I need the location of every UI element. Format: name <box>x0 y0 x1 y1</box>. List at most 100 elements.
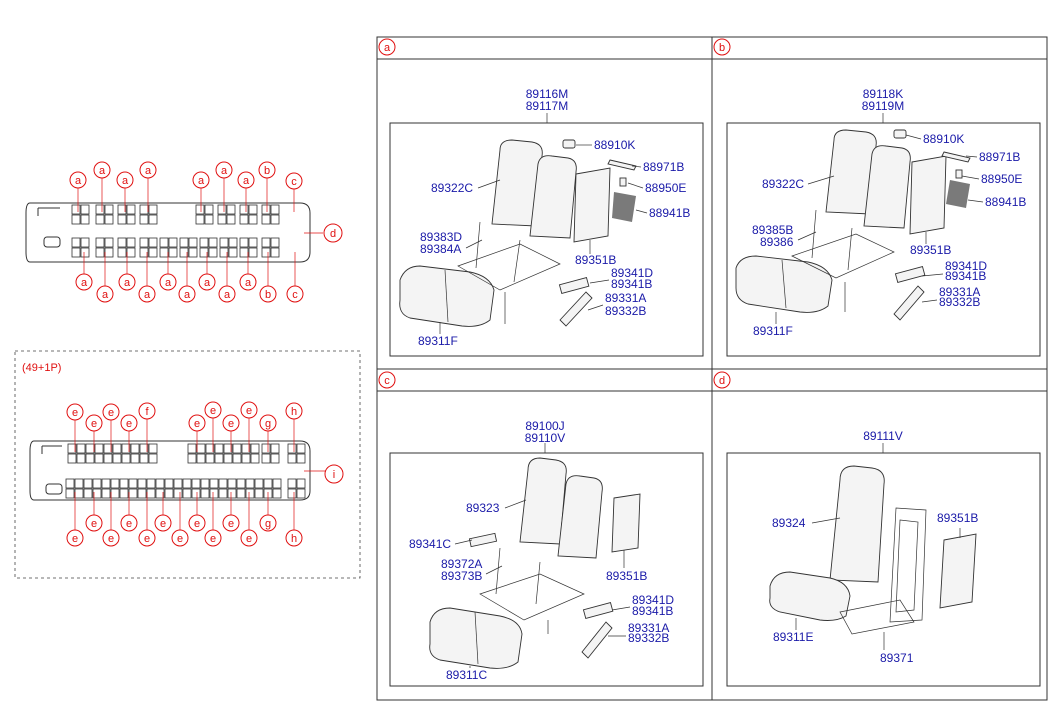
seat-icon <box>159 237 169 248</box>
seat-icon <box>137 488 147 499</box>
part-number: 88971B <box>979 150 1020 164</box>
seat-icon <box>155 488 165 499</box>
ref-marker <box>120 514 138 532</box>
seat-icon <box>196 453 206 464</box>
seat-icon <box>159 247 169 258</box>
part-number: 89351B <box>606 569 647 583</box>
seat-icon <box>200 488 210 499</box>
seat-icon <box>296 443 306 454</box>
ref-letter: e <box>108 533 114 545</box>
seat-icon <box>76 443 86 454</box>
panel-a-header: a <box>378 38 396 56</box>
seat-icon <box>217 214 227 225</box>
seat-icon <box>261 443 271 454</box>
ref-letter: e <box>210 533 216 545</box>
seat-icon <box>236 478 246 489</box>
ref-letter: a <box>184 289 191 301</box>
seat-icon <box>173 488 183 499</box>
seat-icon <box>164 478 174 489</box>
part-number: 89341C <box>409 537 451 551</box>
seat-icon <box>199 237 209 248</box>
seat-icon <box>182 478 192 489</box>
seat-icon <box>208 237 218 248</box>
seat-icon <box>261 204 271 215</box>
seat-icon <box>126 214 136 225</box>
svg-text:a: a <box>384 42 391 54</box>
ref-letter: a <box>221 165 228 177</box>
seat-icon <box>92 488 102 499</box>
seat-icon <box>119 478 129 489</box>
seat-icon <box>164 488 174 499</box>
seat-icon <box>137 478 147 489</box>
ref-letter: c <box>292 289 298 301</box>
seat-icon <box>139 204 149 215</box>
ref-letter: e <box>160 518 166 530</box>
seat-icon <box>85 443 95 454</box>
ref-marker <box>192 171 210 189</box>
part-number: 89351B <box>575 253 616 267</box>
panel-c-header: c <box>378 371 396 389</box>
seat-icon <box>148 453 158 464</box>
seat-icon <box>241 453 251 464</box>
ref-letter: i <box>333 469 335 481</box>
seat-icon <box>287 488 297 499</box>
armrest-pad <box>894 265 926 284</box>
ref-letter: e <box>91 518 97 530</box>
seat-icon <box>128 488 138 499</box>
seat-icon <box>261 453 271 464</box>
seat-back-left <box>825 129 877 215</box>
ref-letter: h <box>291 406 297 418</box>
seat-back-right <box>863 145 911 229</box>
seat-icon <box>67 453 77 464</box>
seat-icon <box>85 453 95 464</box>
part-number: 89311E <box>773 630 813 644</box>
ref-letter: e <box>228 418 234 430</box>
ref-letter: a <box>145 165 152 177</box>
ref-marker <box>171 529 189 547</box>
seat-icon <box>119 488 129 499</box>
ref-marker <box>285 172 303 190</box>
panel-b-header: b <box>713 38 731 56</box>
ref-marker <box>66 403 84 421</box>
seat-icon <box>208 247 218 258</box>
seat-icon <box>139 214 149 225</box>
seat-icon <box>296 453 306 464</box>
seat-icon <box>239 237 249 248</box>
ref-letter: d <box>330 228 336 240</box>
seat-icon <box>117 214 127 225</box>
ref-letter: a <box>243 175 250 187</box>
part-number: 88941B <box>985 195 1026 209</box>
ref-letter: g <box>265 418 271 430</box>
seat-icon <box>80 247 90 258</box>
part-number: 88910K <box>923 132 964 146</box>
seat-icon <box>250 453 260 464</box>
seat-icon <box>71 204 81 215</box>
ref-marker <box>66 529 84 547</box>
ref-letter: e <box>194 418 200 430</box>
seat-icon <box>204 214 214 225</box>
seat-icon <box>272 478 282 489</box>
ref-letter: c <box>291 176 297 188</box>
config-box-49-1p <box>14 350 361 579</box>
ref-letter: h <box>291 533 297 545</box>
part-number: 89341B <box>632 604 673 618</box>
seat-icon <box>110 488 120 499</box>
seat-icon <box>270 443 280 454</box>
armrest-pad <box>582 601 614 620</box>
seat-icon <box>92 478 102 489</box>
ref-marker <box>204 529 222 547</box>
seat-icon <box>139 453 149 464</box>
ref-marker <box>259 514 277 532</box>
ref-marker <box>120 414 138 432</box>
seat-icon <box>228 247 238 258</box>
seat-icon <box>104 237 114 248</box>
part-number: 89332B <box>939 295 980 309</box>
ref-letter: e <box>210 405 216 417</box>
part-number: 88971B <box>643 160 684 174</box>
config-label: (49+1P) <box>22 362 61 374</box>
ref-letter: e <box>194 518 200 530</box>
seat-icon <box>270 204 280 215</box>
seat-icon <box>248 237 258 248</box>
ref-marker <box>240 529 258 547</box>
svg-text:b: b <box>719 42 725 54</box>
